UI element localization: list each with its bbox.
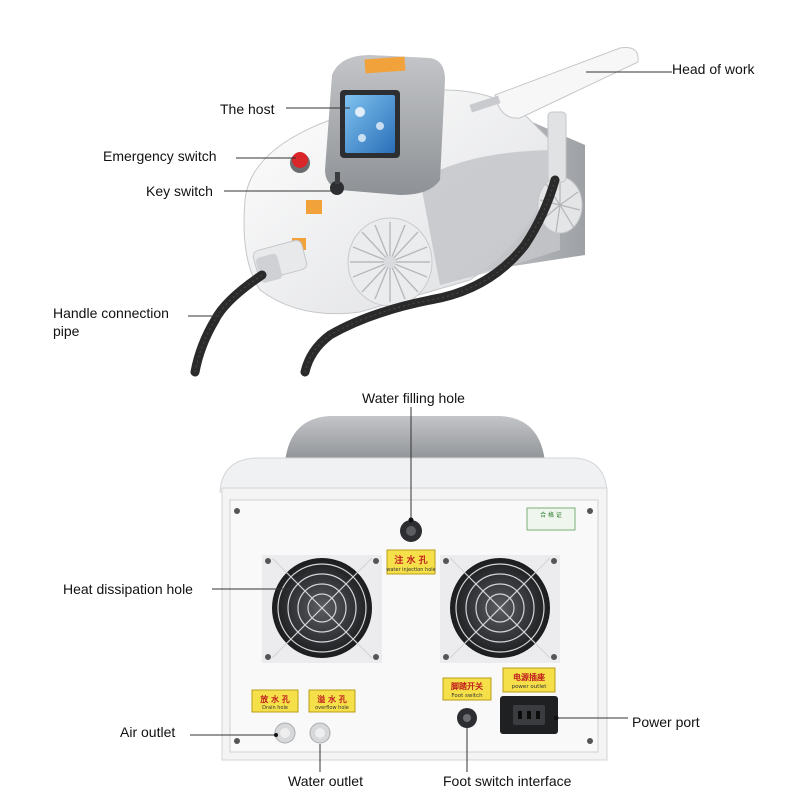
overflow-cn: 溢 水 孔 — [317, 694, 347, 704]
rear-top-lid — [285, 416, 545, 462]
right-fan — [440, 555, 560, 663]
touch-screen — [345, 95, 395, 153]
foot-switch-en: Foot switch — [451, 693, 483, 699]
label-air-outlet: Air outlet — [120, 724, 176, 740]
label-foot-switch-interface: Foot switch interface — [443, 773, 572, 789]
leader-lines — [188, 71, 672, 772]
overflow-sticker — [308, 689, 356, 713]
key-switch-body — [330, 181, 344, 195]
label-emergency-switch: Emergency switch — [103, 148, 217, 164]
head-of-work-handpiece — [469, 47, 639, 183]
water-injection-cn: 注 水 孔 — [394, 554, 427, 566]
drain-en: Drain hole — [262, 705, 288, 711]
overflow-en: overflow hole — [315, 705, 349, 711]
leader-dots — [274, 517, 559, 737]
foot-switch-cn: 脚踏开关 — [451, 681, 483, 691]
certificate-sticker — [526, 507, 576, 531]
screen-icon — [358, 134, 366, 142]
key-switch-key — [335, 172, 340, 184]
label-handle-pipe-line2: pipe — [53, 323, 80, 339]
rear-view-machine: 合 格 证 注 水 孔 water injection hole — [219, 416, 608, 761]
host-top-sticker — [364, 56, 406, 74]
power-outlet-cn: 电源插座 — [513, 672, 545, 682]
label-water-outlet: Water outlet — [288, 773, 363, 789]
emergency-switch-button — [292, 152, 308, 168]
label-handle-pipe-line1: Handle connection — [53, 305, 169, 321]
label-heat-dissipation-hole: Heat dissipation hole — [63, 581, 193, 597]
water-injection-en: water injection hole — [386, 567, 435, 573]
screen-icon — [376, 122, 384, 130]
rear-shoulder — [219, 457, 608, 493]
label-key-switch: Key switch — [146, 183, 213, 199]
host-machine — [243, 55, 585, 315]
label-power-port: Power port — [632, 714, 700, 730]
drain-sticker — [251, 689, 299, 713]
label-water-filling-hole: Water filling hole — [362, 390, 465, 406]
host-fan-grille — [347, 217, 433, 307]
drain-cn: 放 水 孔 — [259, 694, 290, 704]
water-injection-sticker — [386, 549, 436, 575]
front-sticker — [306, 200, 322, 214]
power-outlet-sticker — [502, 667, 556, 693]
left-fan — [262, 555, 382, 663]
panel-screws — [234, 508, 593, 744]
foot-switch-sticker — [442, 677, 492, 701]
label-the-host: The host — [220, 101, 275, 117]
power-outlet-en: power outlet — [512, 684, 548, 690]
label-head-of-work: Head of work — [672, 61, 755, 77]
screen-icon — [355, 107, 365, 117]
certificate-text: 合 格 证 — [540, 511, 562, 519]
